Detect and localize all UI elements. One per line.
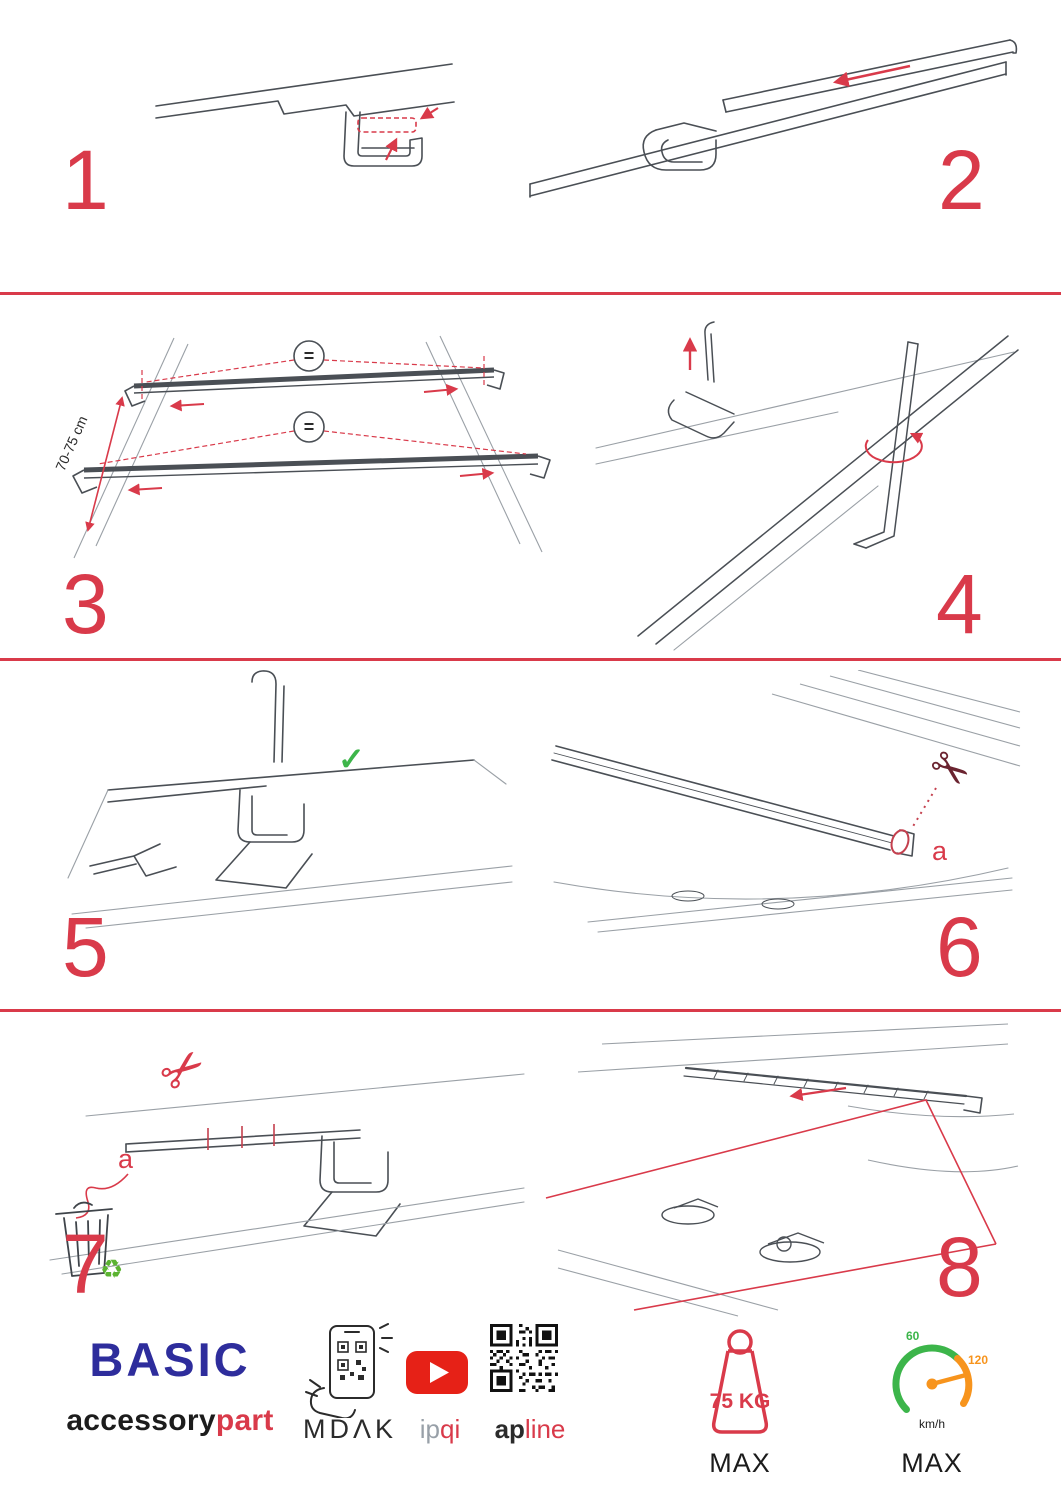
youtube-icon	[406, 1351, 468, 1394]
brand-accessorypart: accessorypart	[40, 1404, 300, 1438]
locking-pin	[251, 670, 277, 763]
crossbar	[683, 1066, 983, 1114]
step-3-number: 3	[62, 557, 109, 651]
gauge-needle	[929, 1372, 969, 1387]
crossbar-profile	[529, 39, 1018, 198]
logo-ip: ip	[419, 1414, 440, 1444]
clamp-bracket	[237, 789, 305, 843]
qr-code	[490, 1324, 558, 1392]
brand-part: part	[215, 1404, 274, 1437]
step-8-illustration	[545, 1023, 1019, 1317]
crossbar	[551, 745, 1013, 933]
step-6-illustration: ✂ a	[551, 670, 1021, 933]
foot-bracket	[133, 843, 177, 877]
sliding-strip	[722, 39, 1011, 101]
clamp-bracket	[343, 111, 423, 167]
clamp-bracket	[667, 399, 735, 439]
step-1-illustration	[155, 63, 455, 167]
section-divider-1	[0, 292, 1061, 295]
brand-basic: BASIC	[89, 1333, 251, 1386]
weight-limit-icon: 75 KG	[710, 1329, 771, 1434]
discard-path-line	[75, 1173, 129, 1219]
logo-ap: ap	[494, 1414, 525, 1444]
logo-ipqi: ipqi	[398, 1414, 482, 1445]
logo-qi: qi	[440, 1414, 461, 1444]
end-clamp	[963, 1095, 983, 1114]
phone-scan-icon	[305, 1323, 393, 1418]
weight-max-label: MAX	[709, 1448, 771, 1478]
step-7-number: 7	[62, 1217, 109, 1311]
section-divider-2	[0, 658, 1061, 661]
cut-area-highlight	[890, 829, 910, 855]
adjustment-arrows	[85, 383, 495, 532]
recycle-icon: ♻	[100, 1254, 123, 1284]
roof-rail-section	[155, 63, 455, 167]
bar-distance-label: 70-75 cm	[52, 413, 90, 473]
step-6-number: 6	[936, 900, 983, 994]
clamp-assembly	[67, 670, 513, 929]
roof-rail	[595, 321, 1019, 651]
step-4-number: 4	[936, 557, 983, 651]
equal-spacing-symbol-rear: =	[304, 417, 315, 437]
speed-high-tick: 120	[968, 1353, 988, 1367]
step-3-illustration: = = 70-75 cm	[52, 335, 551, 559]
step-4-illustration	[595, 321, 1019, 651]
speed-max-label: MAX	[901, 1448, 963, 1478]
cut-label-a: a	[932, 836, 948, 866]
step-2-illustration	[529, 39, 1018, 198]
check-icon: ✓	[338, 741, 365, 777]
step-7-illustration: ✂ a ♻	[49, 1034, 525, 1284]
trash-bin-icon	[55, 1201, 113, 1277]
section-divider-3	[0, 1009, 1061, 1012]
brand-accessory: accessory	[66, 1404, 216, 1437]
equal-spacing-guides	[97, 356, 527, 465]
tighten-arrows	[682, 337, 924, 464]
allen-key	[853, 341, 909, 545]
logo-apline: apline	[482, 1414, 578, 1445]
slide-direction-arrow	[832, 64, 911, 87]
end-cap	[896, 829, 915, 857]
cut-marks	[207, 1124, 275, 1150]
clamp-bracket	[319, 1135, 389, 1193]
speed-limit-icon: 60 120 km/h	[892, 1329, 988, 1431]
step-5-number: 5	[62, 900, 109, 994]
trim-strip	[49, 1073, 525, 1275]
clamp-bracket	[642, 129, 717, 171]
step-1-number: 1	[62, 133, 109, 227]
speed-low-tick: 60	[906, 1329, 920, 1343]
logo-mdak: MDΛK	[302, 1414, 398, 1444]
locking-pin	[704, 321, 715, 381]
step-8-number: 8	[936, 1220, 983, 1314]
speed-unit-label: km/h	[919, 1417, 945, 1431]
step-2-number: 2	[938, 133, 985, 227]
step-5-illustration: ✓	[67, 670, 513, 929]
scissors-icon: ✂	[149, 1034, 219, 1107]
rubber-pad-highlight	[357, 106, 439, 161]
logo-line: line	[524, 1414, 566, 1444]
foot-clamps	[661, 1198, 825, 1263]
scissors-icon: ✂	[919, 737, 981, 802]
cut-guide-dots	[911, 787, 937, 829]
weight-value: 75 KG	[710, 1390, 771, 1413]
equal-spacing-symbol-front: =	[304, 346, 315, 366]
cut-label-a: a	[118, 1144, 134, 1174]
alignment-guides	[545, 1086, 997, 1311]
roof-slats	[771, 670, 1021, 767]
